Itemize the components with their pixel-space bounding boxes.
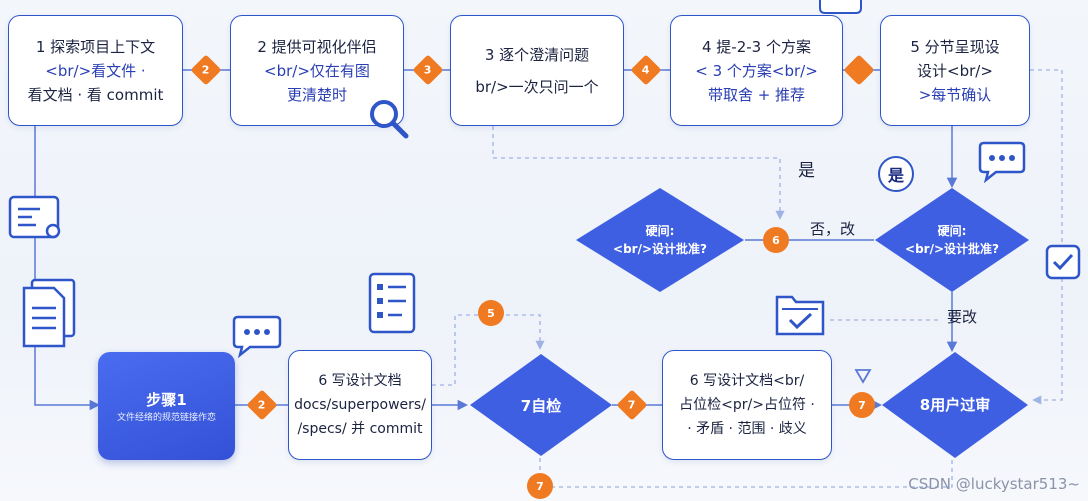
step-present-design[interactable]: 5 分节呈现设 设计<br/> >每节确认 xyxy=(880,15,1030,126)
write-doc2-title: 6 写设计文档<br/ xyxy=(689,373,805,389)
badge-bottom-7c: 7 xyxy=(527,473,553,499)
step-visual-title: 2 提供可视化伴侣 xyxy=(257,37,377,56)
decision-left-line2: <br/>设计批准? xyxy=(613,242,707,256)
document-stack-icon xyxy=(22,278,76,348)
step-visual-line3: 更清楚时 xyxy=(286,85,347,104)
decision-left[interactable] xyxy=(574,186,746,294)
chat-bubble-icon xyxy=(819,0,862,14)
write-doc-line2: docs/superpowers/ xyxy=(294,397,426,413)
step-propose-line3: 带取舍 + 推荐 xyxy=(707,85,806,104)
checkbox-icon xyxy=(1045,244,1081,280)
step1-subtitle: 文件经络的规范链接作恋 xyxy=(116,412,216,423)
watermark: CSDN @luckystar513~ xyxy=(908,475,1080,493)
step1-box[interactable]: 步骤1 文件经络的规范链接作恋 xyxy=(98,352,235,460)
label-yes: 是 xyxy=(798,161,815,181)
step-clarify-line2: br/>一次只问一个 xyxy=(475,77,599,96)
step-explore-line2: <br/>看文件 · xyxy=(45,61,146,80)
step-visual-line2: <br/>仅在有图 xyxy=(264,61,370,80)
user-review-diamond[interactable] xyxy=(880,350,1030,460)
document-search-icon xyxy=(8,195,61,239)
chat-bubble-icon-right xyxy=(978,141,1026,184)
step-present-line2: 设计<br/> xyxy=(917,61,993,80)
step-explore-title: 1 探索项目上下文 xyxy=(35,37,156,56)
step-clarify-title: 3 逐个澄清问题 xyxy=(484,45,590,64)
magnifier-icon xyxy=(370,100,409,139)
step-explore-context[interactable]: 1 探索项目上下文 <br/>看文件 · 看文档 · 看 commit xyxy=(8,15,183,126)
label-no-change: 否，改 xyxy=(810,220,856,238)
decision-left-line1: 硬间: xyxy=(645,224,675,238)
badge-decision-6: 6 xyxy=(763,227,789,253)
step-clarify-questions[interactable]: 3 逐个澄清问题 br/>一次只问一个 xyxy=(450,15,624,126)
decision-right[interactable] xyxy=(873,186,1031,294)
step1-title: 步骤1 xyxy=(146,390,187,409)
decision-right-line2: <br/>设计批准? xyxy=(905,242,999,256)
self-check-label: 7自检 xyxy=(520,396,562,415)
label-need-change: 要改 xyxy=(947,308,978,326)
step-explore-line3: 看文档 · 看 commit xyxy=(27,85,164,104)
user-review-label: 8用户过审 xyxy=(919,395,991,414)
badge-bottom-7b: 7 xyxy=(849,392,875,418)
write-doc2-line3: · 矛盾 · 范围 · 歧义 xyxy=(687,421,807,437)
self-check-diamond[interactable] xyxy=(468,352,614,458)
write-doc-title: 6 写设计文档 xyxy=(318,373,402,389)
label-yes-circle: 是 xyxy=(878,156,914,192)
step-present-line3: >每节确认 xyxy=(918,85,992,104)
write-doc-line3: /specs/ 并 commit xyxy=(297,421,423,437)
folder-check-icon xyxy=(775,295,825,336)
triangle-down-icon xyxy=(854,369,872,384)
badge-bottom-5: 5 xyxy=(478,300,504,326)
step-propose-options[interactable]: 4 提-2-3 个方案 < 3 个方案<br/> 带取舍 + 推荐 xyxy=(670,15,843,126)
chat-bubble-icon-bottom xyxy=(232,315,282,359)
write-doc2-line2: 占位检<pr/>占位符 · xyxy=(679,397,815,413)
write-design-doc-check[interactable]: 6 写设计文档<br/ 占位检<pr/>占位符 · · 矛盾 · 范围 · 歧义 xyxy=(662,350,832,460)
step-present-title: 5 分节呈现设 xyxy=(910,37,1000,56)
decision-right-line1: 硬间: xyxy=(937,224,967,238)
step-propose-line2: < 3 个方案<br/> xyxy=(695,61,818,80)
checklist-icon xyxy=(368,272,416,334)
write-design-doc[interactable]: 6 写设计文档 docs/superpowers/ /specs/ 并 comm… xyxy=(288,350,432,460)
step-propose-title: 4 提-2-3 个方案 xyxy=(702,37,811,56)
